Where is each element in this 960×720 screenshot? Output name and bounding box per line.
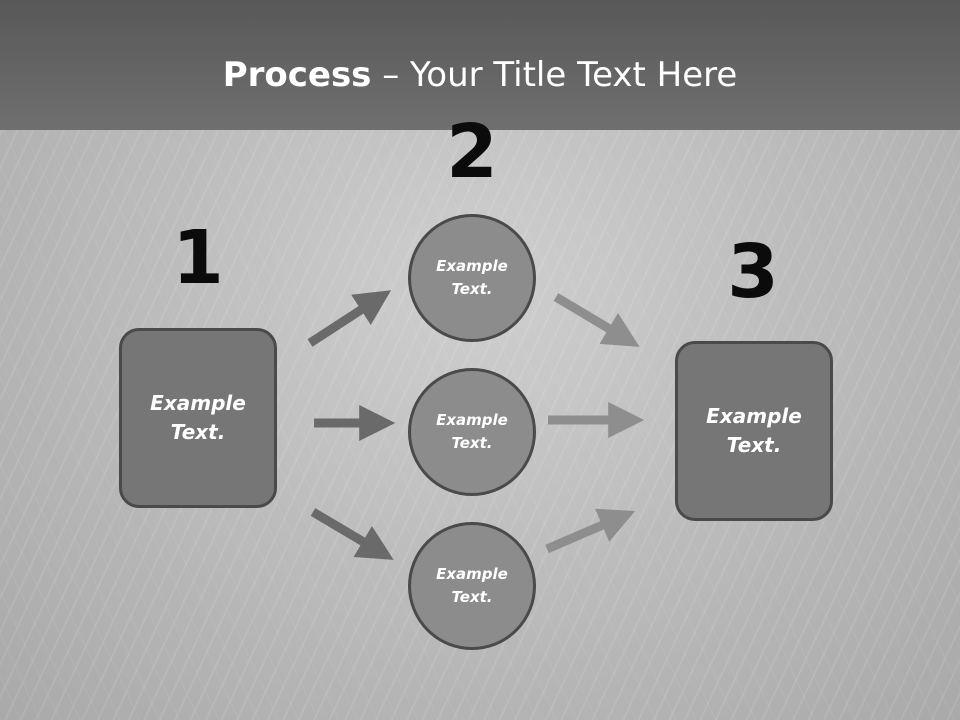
step-2-item-3-text: Example Text.: [436, 565, 508, 606]
step-1-text: Example Text.: [150, 391, 246, 444]
step-3-text: Example Text.: [706, 404, 802, 457]
title-rest: – Your Title Text Here: [371, 55, 738, 95]
step-3-box: Example Text.: [675, 341, 833, 521]
arrow-1-to-top: [307, 290, 392, 347]
step-1-number: 1: [172, 215, 224, 301]
arrow-top-to-3: [553, 293, 640, 347]
step-2-circle-top: Example Text.: [408, 214, 536, 342]
step-1-box: Example Text.: [119, 328, 277, 508]
title-bar: [0, 0, 960, 130]
arrow-1-to-bottom: [310, 508, 394, 560]
arrow-bottom-to-3: [545, 508, 636, 554]
step-2-number: 2: [446, 109, 498, 195]
step-3-number: 3: [727, 229, 779, 315]
step-2-item-2-text: Example Text.: [436, 411, 508, 452]
step-2-circle-bottom: Example Text.: [408, 522, 536, 650]
slide-title: Process – Your Title Text Here: [0, 52, 960, 98]
step-2-circle-middle: Example Text.: [408, 368, 536, 496]
title-bold: Process: [222, 55, 372, 95]
step-2-item-1-text: Example Text.: [436, 257, 508, 298]
